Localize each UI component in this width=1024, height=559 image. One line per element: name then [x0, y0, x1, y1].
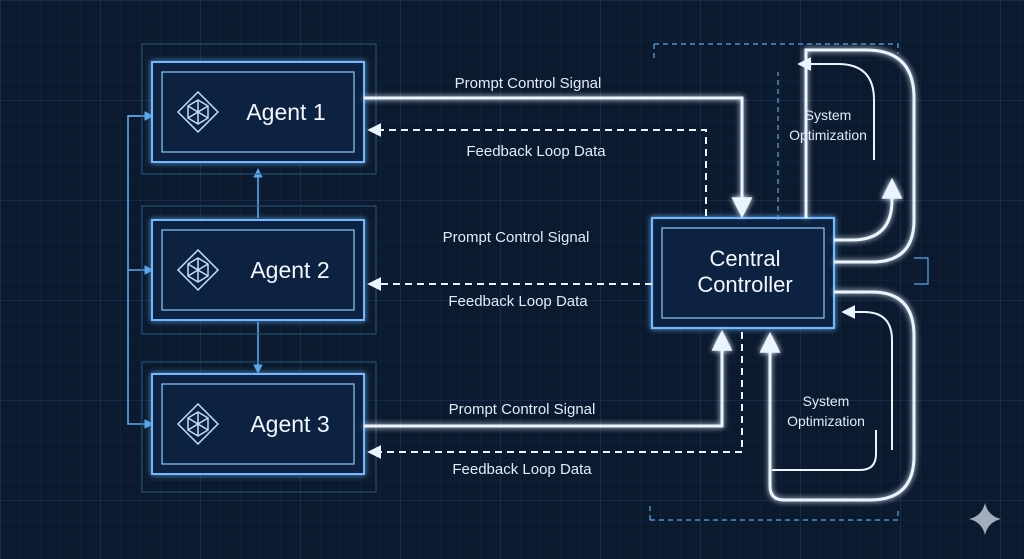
agent-outer-frames	[141, 43, 377, 493]
agent3-prompt-label: Prompt Control Signal	[449, 401, 596, 418]
agent1-feedback-label: Feedback Loop Data	[466, 143, 606, 160]
agent-2-node[interactable]: Agent 2	[151, 219, 365, 321]
agent2-feedback-label: Feedback Loop Data	[448, 293, 588, 310]
agent2-prompt-label: Prompt Control Signal	[443, 229, 590, 246]
agent-3-icon	[176, 402, 220, 446]
optimization-bottom-line1: System	[803, 393, 850, 409]
optimization-bottom-line2: Optimization	[787, 413, 865, 429]
agent1-prompt-label: Prompt Control Signal	[455, 75, 602, 92]
edge-agent1-feedback	[367, 123, 707, 216]
agent3-feedback-label: Feedback Loop Data	[452, 461, 592, 478]
optimization-loop-bottom	[649, 257, 929, 521]
agent-link-lines	[127, 111, 263, 429]
edge-agent3-feedback	[367, 332, 743, 459]
agent-2-label: Agent 2	[250, 257, 329, 283]
agent-3-label: Agent 3	[250, 411, 329, 437]
optimization-loop-top	[653, 43, 916, 264]
optimization-top-line1: System	[805, 107, 852, 123]
agent-3-node[interactable]: Agent 3	[151, 373, 365, 475]
central-controller-node[interactable]: Central Controller	[650, 216, 836, 330]
sparkle-icon	[969, 503, 1001, 535]
optimization-top-line2: Optimization	[789, 127, 867, 143]
edge-agent3-prompt	[364, 329, 733, 428]
agent-1-icon	[176, 90, 220, 134]
agent-1-label: Agent 1	[246, 99, 325, 125]
agent-2-icon	[176, 248, 220, 292]
edge-agent1-prompt	[364, 96, 753, 219]
controller-label-line1: Central	[710, 246, 781, 271]
controller-label-line2: Controller	[697, 272, 792, 297]
agent-1-node[interactable]: Agent 1	[151, 61, 365, 163]
